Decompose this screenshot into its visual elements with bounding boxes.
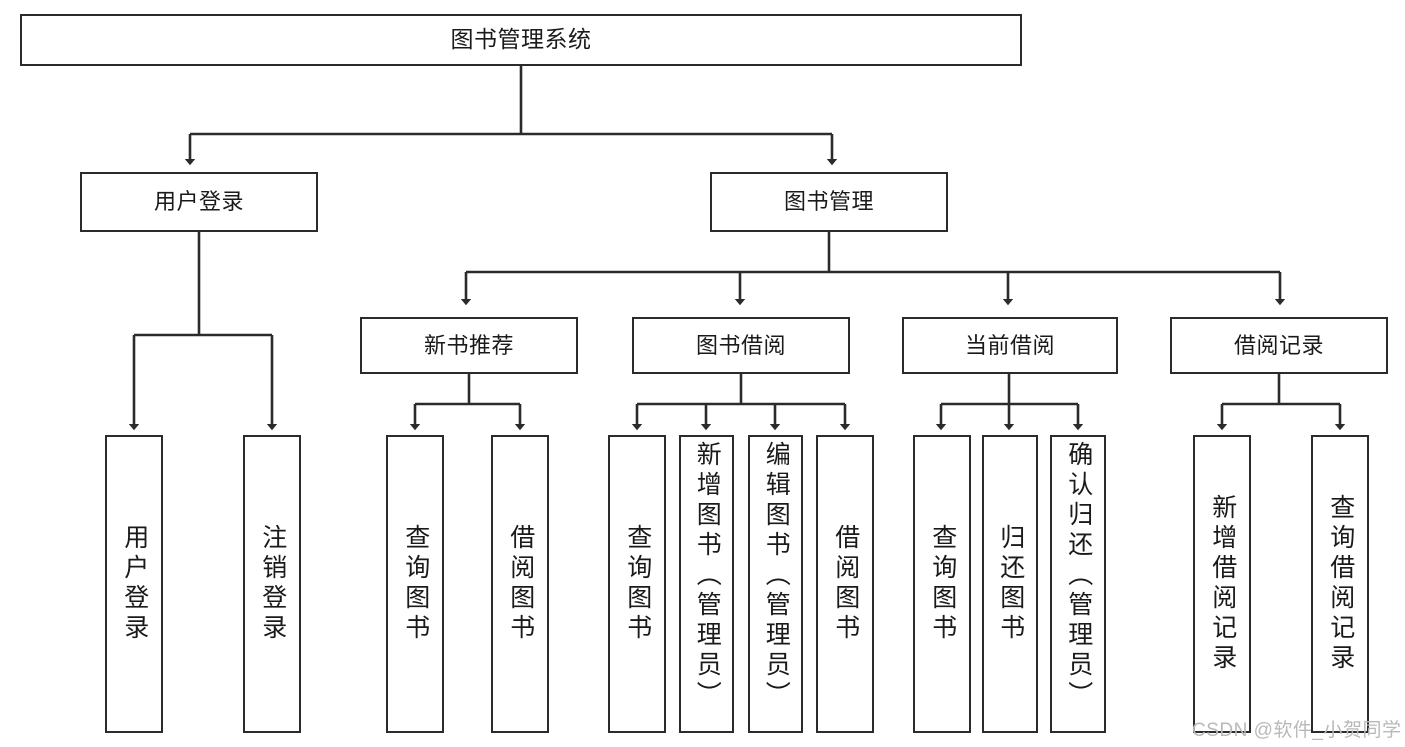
node-borrow-record[interactable]: 借阅记录 (1170, 317, 1388, 374)
node-label: 借阅记录 (1233, 332, 1324, 358)
leaf-user-logout[interactable]: 注销登录 (243, 435, 301, 733)
node-root-book-management-system[interactable]: 图书管理系统 (20, 14, 1022, 66)
node-new-book-recommend[interactable]: 新书推荐 (360, 317, 578, 374)
leaf-edit-book-admin[interactable]: 编辑图书（管理员） (748, 435, 803, 733)
leaf-query-book-recommend[interactable]: 查询图书 (386, 435, 444, 733)
node-label: 查询图书 (401, 524, 430, 644)
node-label: 查询图书 (928, 524, 957, 644)
node-label: 新书推荐 (423, 332, 514, 358)
csdn-watermark: CSDN @软件_小贺同学 (1192, 720, 1402, 741)
leaf-return-book[interactable]: 归还图书 (982, 435, 1038, 733)
leaf-query-book-current[interactable]: 查询图书 (913, 435, 971, 733)
node-current-borrow[interactable]: 当前借阅 (902, 317, 1118, 374)
leaf-confirm-return-admin[interactable]: 确认归还（管理员） (1050, 435, 1106, 733)
node-label: 确认归还（管理员） (1064, 441, 1093, 711)
node-label: 当前借阅 (964, 332, 1055, 358)
node-label: 新增借阅记录 (1208, 494, 1237, 674)
leaf-borrow-book-borrow[interactable]: 借阅图书 (816, 435, 874, 733)
node-label: 注销登录 (258, 524, 287, 644)
node-label: 图书管理 (783, 189, 874, 215)
node-book-manage[interactable]: 图书管理 (710, 172, 948, 232)
node-user-login[interactable]: 用户登录 (80, 172, 318, 232)
node-label: 图书管理系统 (450, 26, 592, 53)
leaf-add-borrow-record[interactable]: 新增借阅记录 (1193, 435, 1251, 733)
node-label: 用户登录 (120, 524, 149, 644)
node-label: 图书借阅 (695, 332, 786, 358)
node-label: 编辑图书（管理员） (762, 441, 791, 711)
leaf-query-borrow-record[interactable]: 查询借阅记录 (1311, 435, 1369, 733)
node-label: 查询图书 (623, 524, 652, 644)
node-label: 借阅图书 (506, 524, 535, 644)
node-label: 借阅图书 (831, 524, 860, 644)
node-label: 用户登录 (153, 189, 244, 215)
node-label: 查询借阅记录 (1326, 494, 1355, 674)
leaf-add-book-admin[interactable]: 新增图书（管理员） (679, 435, 734, 733)
node-book-borrow[interactable]: 图书借阅 (632, 317, 850, 374)
leaf-borrow-book-recommend[interactable]: 借阅图书 (491, 435, 549, 733)
leaf-user-login[interactable]: 用户登录 (105, 435, 163, 733)
node-label: 归还图书 (996, 524, 1025, 644)
node-label: 新增图书（管理员） (693, 441, 722, 711)
leaf-query-book-borrow[interactable]: 查询图书 (608, 435, 666, 733)
